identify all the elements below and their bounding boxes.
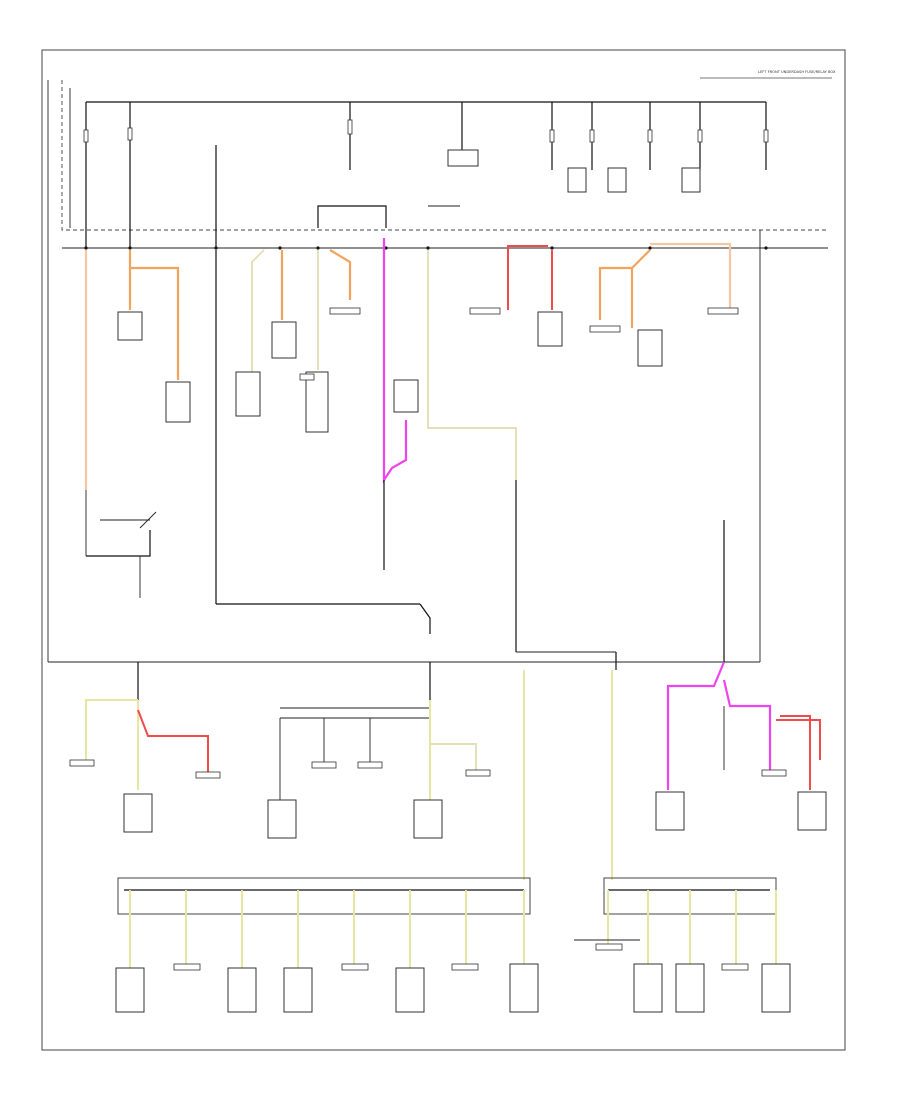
components-upper [117, 307, 739, 433]
lower-buses [117, 877, 777, 915]
connector-row-top [62, 246, 828, 250]
middle-section [47, 80, 761, 670]
fuse-drops [83, 102, 769, 248]
header-note-line2 [700, 77, 832, 79]
bottom-components [115, 943, 791, 1013]
header-note: LEFT FRONT UNDERDASH FUSE/RELAY BOX [758, 70, 836, 74]
components-lower [69, 759, 827, 839]
colored-wires-upper [84, 238, 732, 490]
bottom-drops [129, 890, 777, 968]
colored-wires-lower [85, 661, 821, 880]
diagram-border [41, 49, 846, 1051]
fuse-box [61, 80, 828, 231]
